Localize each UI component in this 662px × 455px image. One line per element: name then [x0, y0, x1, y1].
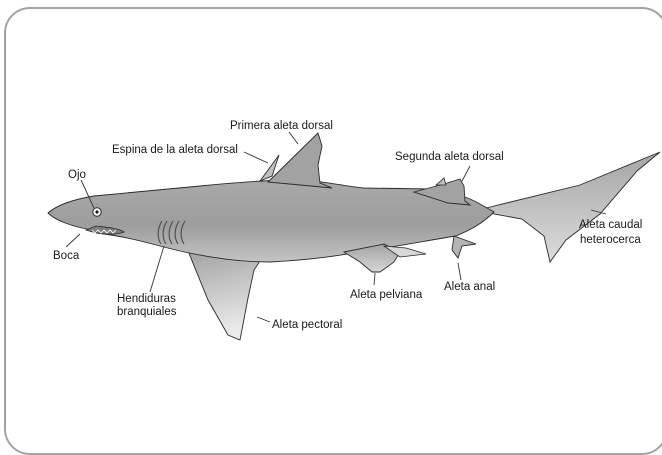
label-aleta-anal: Aleta anal: [444, 281, 495, 293]
leader-boca: [66, 234, 80, 247]
label-boca: Boca: [53, 250, 80, 262]
label-aleta-pectoral: Aleta pectoral: [272, 319, 342, 331]
second-dorsal-spine: [436, 178, 446, 185]
label-aleta-caudal: Aleta caudal: [579, 219, 642, 231]
eye-pupil: [95, 210, 98, 213]
label-espina-aleta-dorsal: Espina de la aleta dorsal: [112, 144, 238, 156]
leader-aleta-pectoral: [257, 317, 270, 322]
label-aleta-pelviana: Aleta pelviana: [350, 289, 423, 301]
label-hendiduras: Hendiduras: [117, 293, 176, 305]
label-primera-aleta-dorsal: Primera aleta dorsal: [230, 120, 333, 132]
label-segunda-aleta-dorsal: Segunda aleta dorsal: [395, 151, 504, 163]
anal-fin: [452, 236, 476, 258]
label-heterocerca: heterocerca: [580, 234, 641, 246]
leader-espina: [244, 152, 268, 163]
leader-aleta-anal: [458, 263, 461, 280]
label-branquiales: branquiales: [117, 306, 177, 318]
leader-hendiduras: [150, 246, 164, 292]
leader-primera-aleta-dorsal: [289, 132, 298, 144]
leader-segunda-aleta-dorsal: [462, 166, 470, 181]
label-ojo: Ojo: [68, 169, 86, 181]
leader-aleta-pelviana: [374, 273, 375, 285]
